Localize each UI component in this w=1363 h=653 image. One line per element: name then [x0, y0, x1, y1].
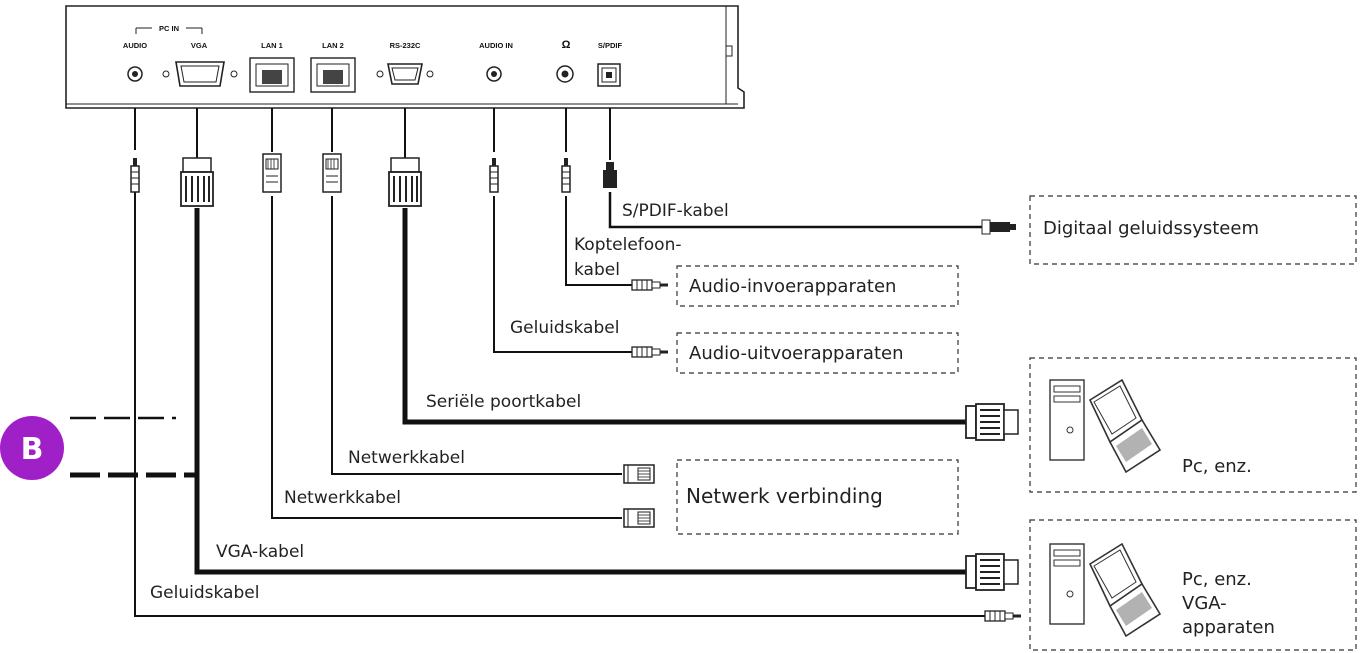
pc-in-label: PC IN — [159, 24, 179, 33]
network-cable-label-1: Netwerkkabel — [284, 488, 401, 508]
audio-in-port — [486, 66, 502, 82]
digital-sound-system-box: Digitaal geluidssysteem — [1029, 195, 1357, 265]
audio-input-devices-label: Audio-invoerapparaten — [689, 276, 896, 297]
headphone-end-jack — [631, 279, 669, 291]
network-cable-label-2: Netwerkkabel — [348, 448, 465, 468]
audio-pc-end-jack — [984, 610, 1022, 622]
vga-connector — [180, 157, 214, 207]
digital-sound-system-label: Digitaal geluidssysteem — [1043, 218, 1259, 239]
audio-port-label: AUDIO — [123, 41, 147, 50]
cable-run-network-1 — [271, 196, 622, 519]
pc-box-2-label-1: Pc, enz. — [1182, 569, 1252, 590]
cable-run-vga — [194, 208, 968, 575]
vga-port-label: VGA — [191, 41, 208, 50]
pc-laptop-icon — [1049, 379, 1161, 473]
headphone-port — [556, 65, 574, 83]
badge-b-dashed-lines — [70, 416, 196, 478]
pc-laptop-icon — [1049, 543, 1161, 637]
vga-port — [162, 61, 238, 87]
network-connection-box: Netwerk verbinding — [676, 459, 959, 535]
rs232c-connector — [388, 157, 422, 207]
cable-run-spdif — [608, 192, 982, 229]
lan2-connector — [322, 153, 342, 193]
audio-out-end-jack — [631, 346, 669, 358]
vertical-port-cables — [134, 108, 611, 160]
lan1-port-label: LAN 1 — [261, 41, 283, 50]
audio-input-devices-box: Audio-invoerapparaten — [676, 265, 959, 307]
lan2-port — [310, 57, 356, 93]
lan1-connector — [262, 153, 282, 193]
headphone-cable-label-2: kabel — [574, 260, 620, 280]
network-end-connector-1 — [623, 508, 655, 528]
audio-jack-connector — [130, 157, 140, 193]
spdif-port-label: S/PDIF — [598, 41, 623, 50]
serial-cable-label: Seriële poortkabel — [426, 392, 581, 412]
display-back-panel — [65, 5, 745, 109]
pc-box-2-label-2: VGA- — [1182, 593, 1227, 614]
rs232c-port — [376, 63, 434, 85]
audio-in-jack-connector — [489, 157, 499, 193]
spdif-end-connector — [981, 219, 1016, 235]
audio-output-devices-box: Audio-uitvoerapparaten — [676, 332, 959, 374]
spdif-port — [597, 63, 621, 87]
cable-run-serial — [402, 208, 968, 425]
pc-box-1: Pc, enz. — [1029, 357, 1357, 493]
lan1-port — [249, 57, 295, 93]
cable-run-headphone — [565, 196, 632, 286]
headphone-jack-connector — [561, 157, 571, 193]
spdif-connector — [603, 162, 617, 188]
audio-in-port-label: AUDIO IN — [479, 41, 513, 50]
badge-b-letter: B — [21, 432, 44, 467]
spdif-cable-label: S/PDIF-kabel — [622, 201, 729, 221]
network-connection-label: Netwerk verbinding — [686, 484, 883, 508]
headphone-cable-label-1: Koptelefoon- — [574, 235, 682, 255]
cable-run-audio-pc — [134, 192, 985, 617]
audio-pc-cable-label: Geluidskabel — [150, 583, 259, 603]
cable-run-network-2 — [331, 196, 622, 475]
serial-end-connector — [965, 403, 1019, 441]
badge-b: B — [0, 416, 64, 480]
audio-output-devices-label: Audio-uitvoerapparaten — [689, 343, 903, 364]
cable-run-audio-out — [493, 196, 632, 353]
vga-cable-label: VGA-kabel — [216, 542, 304, 562]
lan2-port-label: LAN 2 — [322, 41, 344, 50]
pc-box-1-label: Pc, enz. — [1182, 456, 1252, 477]
pc-in-bracket — [135, 22, 203, 34]
audio-port — [127, 66, 143, 82]
rs232c-port-label: RS-232C — [390, 41, 421, 50]
pc-box-2-label-3: apparaten — [1182, 617, 1275, 638]
headphone-icon: Ω — [562, 39, 571, 51]
audio-out-cable-label: Geluidskabel — [510, 318, 619, 338]
pc-box-2: Pc, enz. VGA- apparaten — [1029, 519, 1357, 651]
network-end-connector-2 — [623, 464, 655, 484]
vga-end-connector — [965, 553, 1019, 591]
